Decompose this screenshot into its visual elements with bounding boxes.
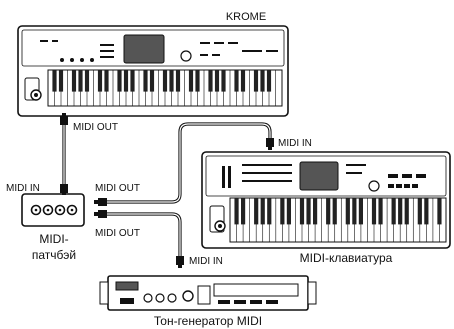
keyboard-screen	[300, 162, 338, 190]
krome-screen	[124, 35, 164, 63]
patchbay-label-line1: MIDI-	[39, 232, 68, 246]
plug-krome-out-icon	[60, 116, 68, 125]
plug-patchbay-in-icon	[60, 184, 68, 193]
krome-dial-icon	[181, 51, 191, 61]
plug-tone-in-icon	[176, 256, 184, 265]
tone-generator	[100, 276, 316, 310]
midi-patchbay	[22, 194, 84, 226]
midi-in-patchbay-label: MIDI IN	[6, 183, 40, 194]
midi-in-tone-label: MIDI IN	[189, 256, 223, 267]
midi-out-2-label: MIDI OUT	[95, 228, 140, 239]
midi-out-top-label: MIDI OUT	[73, 122, 118, 133]
patchbay-label-line2: патчбэй	[32, 248, 76, 262]
midi-out-1-label: MIDI OUT	[95, 183, 140, 194]
plug-patchbay-out2-icon	[98, 210, 107, 218]
midi-in-keyboard-label: MIDI IN	[278, 138, 312, 149]
plug-keyboard-in-icon	[266, 138, 274, 147]
midi-keyboard	[202, 152, 450, 248]
midi-keyboard-label: MIDI-клавиатура	[300, 251, 393, 265]
krome-label: KROME	[226, 11, 266, 23]
tone-generator-label: Тон-генератор MIDI	[154, 314, 262, 328]
keyboard-dial-icon	[369, 181, 379, 191]
plug-patchbay-out1-icon	[98, 198, 107, 206]
krome-synthesizer	[18, 26, 288, 116]
